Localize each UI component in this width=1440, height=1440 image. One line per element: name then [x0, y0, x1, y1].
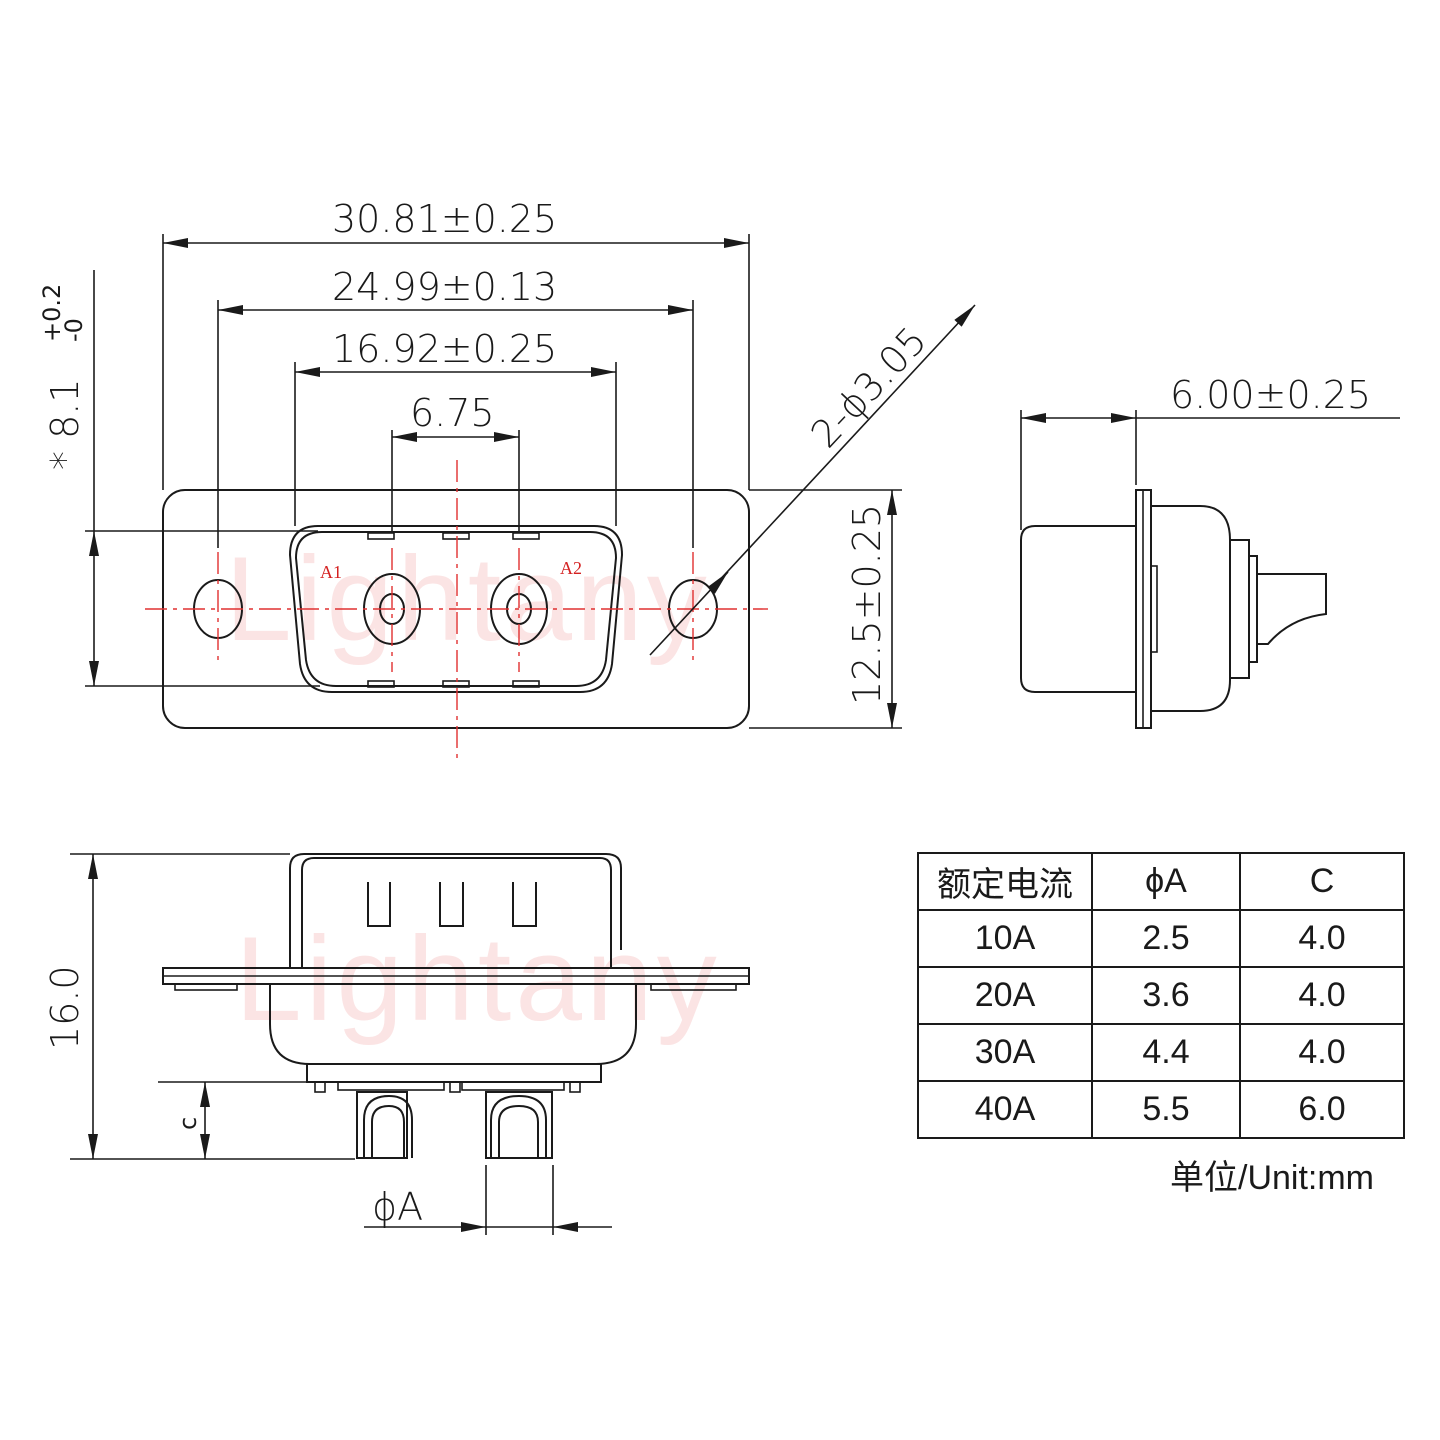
dim-shell-height-label: * 8.1 +0.2 -0 [38, 284, 88, 470]
svg-text:+0.2: +0.2 [38, 284, 66, 342]
hole-leader-arrow [707, 571, 729, 594]
contact-slots [367, 882, 537, 927]
cell-current: 10A [917, 909, 1093, 968]
cell-c: 4.0 [1239, 1023, 1405, 1082]
shell-tabs [367, 532, 540, 688]
front-view: Lightany A1 A2 [38, 197, 976, 760]
cell-phi-a: 5.5 [1091, 1080, 1241, 1139]
dim-hole-pitch-label: 24.99±0.13 [332, 265, 557, 309]
table-row: 10A 2.5 4.0 [917, 909, 1405, 968]
unit-note: 单位/Unit:mm [1170, 1159, 1374, 1197]
cell-phi-a: 4.4 [1091, 1023, 1241, 1082]
dim-shell-width-label: 16.92±0.25 [332, 327, 557, 371]
side-base2 [1248, 555, 1258, 663]
cell-current: 40A [917, 1080, 1093, 1139]
side-shell [1020, 525, 1136, 693]
dim-total-height-label: 16.0 [43, 965, 87, 1050]
dim-depth-label: 6.00±0.25 [1170, 373, 1371, 417]
cell-c: 6.0 [1239, 1080, 1405, 1139]
header-rated-current: 额定电流 [917, 852, 1093, 911]
shell-top-outer [289, 853, 622, 968]
header-phi-a: ϕA [1091, 852, 1241, 911]
bottom-view: Lightany [43, 853, 750, 1235]
pin-label-a2: A2 [560, 558, 582, 578]
terminal-right [485, 1091, 553, 1159]
cell-current: 30A [917, 1023, 1093, 1082]
shell-outer [288, 525, 624, 693]
shell-inner [294, 531, 618, 687]
side-body [1151, 505, 1231, 712]
shell-top-inner [301, 857, 612, 968]
hole-leader-line [649, 304, 976, 656]
table-row: 40A 5.5 6.0 [917, 1080, 1405, 1139]
table-row: 20A 3.6 4.0 [917, 966, 1405, 1025]
flange-foot-right [650, 983, 737, 991]
svg-text:-0: -0 [60, 318, 88, 342]
base-block [306, 1063, 602, 1083]
watermark-2: Lightany [235, 912, 721, 1046]
cell-c: 4.0 [1239, 909, 1405, 968]
side-boss [1150, 565, 1158, 653]
cell-current: 20A [917, 966, 1093, 1025]
side-base [1229, 539, 1250, 679]
header-c: C [1239, 852, 1405, 911]
side-view: 6.00±0.25 [1020, 373, 1400, 729]
extension-lines [85, 234, 902, 729]
table-row: 30A 4.4 4.0 [917, 1023, 1405, 1082]
dim-c-label: c [174, 1117, 202, 1130]
spec-table: 额定电流 ϕA C 10A 2.5 4.0 20A 3.6 4.0 30A 4.… [917, 852, 1405, 1139]
flange-foot-left [174, 983, 238, 991]
side-pin [1257, 573, 1327, 645]
svg-text:* 8.1: * 8.1 [43, 378, 87, 470]
cell-c: 4.0 [1239, 966, 1405, 1025]
dim-pin-pitch-label: 6.75 [410, 391, 495, 435]
dim-overall-width-label: 30.81±0.25 [332, 197, 557, 241]
table-header-row: 额定电流 ϕA C [917, 852, 1405, 911]
dim-a-label: ϕA [372, 1185, 423, 1229]
cell-phi-a: 3.6 [1091, 966, 1241, 1025]
pin-label-a1: A1 [320, 562, 342, 582]
dim-height-label: 12.5±0.25 [845, 504, 889, 705]
terminal-left [356, 1091, 413, 1159]
mount-hole-label: 2-ϕ3.05 [802, 318, 935, 456]
base-studs [314, 1081, 581, 1093]
cell-phi-a: 2.5 [1091, 909, 1241, 968]
